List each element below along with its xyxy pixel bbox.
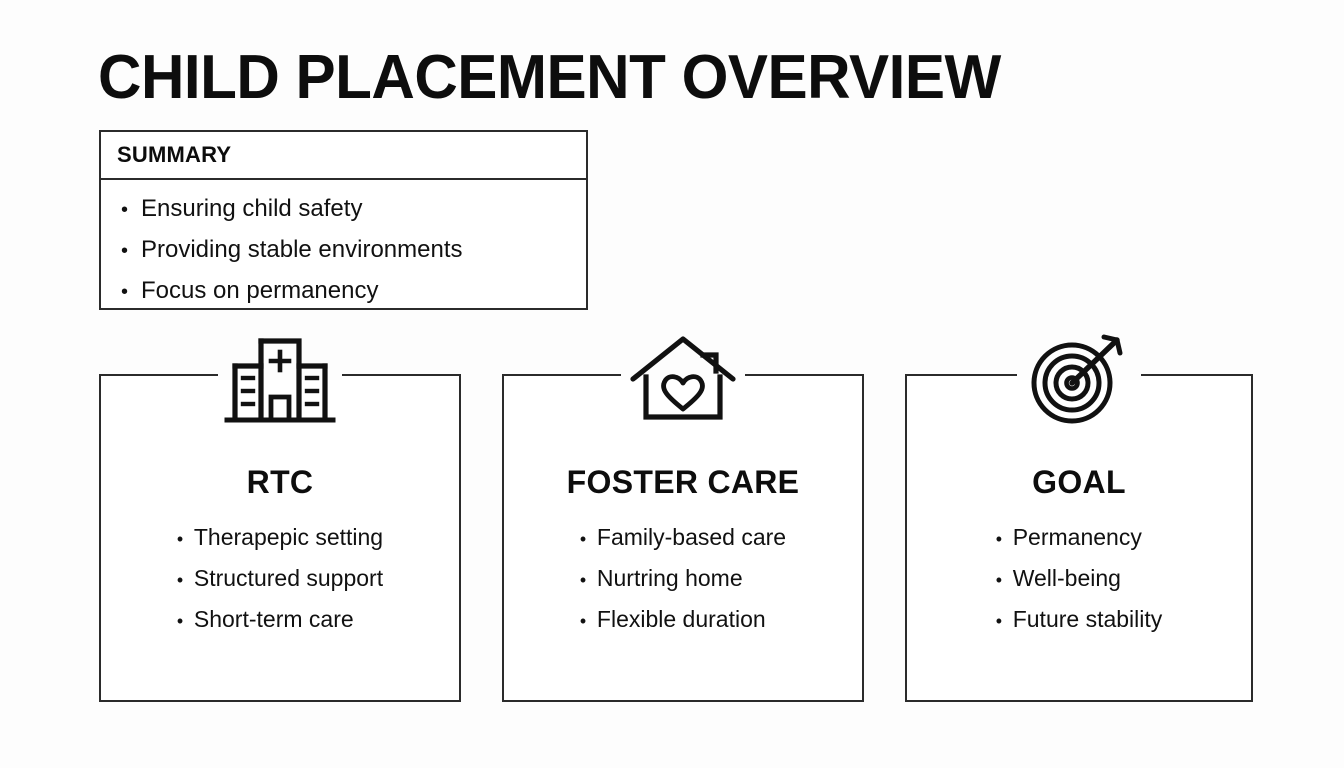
bullet-icon: • [121,281,129,303]
list-item: • Permanency [996,518,1163,559]
bullet-icon: • [579,529,587,549]
summary-header-label: SUMMARY [117,142,232,167]
card-title: FOSTER CARE [566,464,800,500]
hospital-icon [221,331,339,427]
bullet-icon: • [176,570,184,590]
list-item-label: Structured support [193,565,384,591]
list-item: • Focus on permanency [121,271,586,312]
list-item-label: Therapepic setting [193,524,384,550]
list-item-label: Providing stable environments [141,236,463,263]
cards-row: RTC • Therapepic setting • Structured su… [99,334,1253,702]
list-item-label: Nurtring home [596,565,743,591]
list-item: • Therapepic setting [177,518,383,559]
list-item-label: Family-based care [596,524,787,550]
bullet-icon: • [176,529,184,549]
list-item: • Future stability [996,600,1163,641]
bullet-icon: • [995,570,1003,590]
house-heart-icon [624,331,742,427]
target-arrow-icon [1020,331,1138,427]
card-goal: GOAL • Permanency • Well-being • Future … [905,334,1253,702]
card-list: • Family-based care • Nurtring home • Fl… [504,518,862,641]
bullet-icon: • [121,199,129,221]
list-item: • Short-term care [177,600,383,641]
card-title: RTC [246,464,314,500]
summary-list: • Ensuring child safety • Providing stab… [101,180,586,312]
list-item: • Nurtring home [580,559,786,600]
bullet-icon: • [995,611,1003,631]
card-list: • Permanency • Well-being • Future stabi… [907,518,1251,641]
card-title: GOAL [1032,464,1126,500]
summary-box: SUMMARY • Ensuring child safety • Provid… [99,130,588,310]
card-rtc: RTC • Therapepic setting • Structured su… [99,338,461,702]
list-item-label: Focus on permanency [141,277,379,304]
bullet-icon: • [995,529,1003,549]
list-item: • Flexible duration [580,600,786,641]
list-item: • Family-based care [580,518,786,559]
card-foster-care: FOSTER CARE • Family-based care • Nurtri… [502,336,864,702]
list-item-label: Permanency [1012,524,1142,550]
card-list: • Therapepic setting • Structured suppor… [101,518,459,641]
bullet-icon: • [579,570,587,590]
bullet-icon: • [121,240,129,262]
bullet-icon: • [176,611,184,631]
list-item: • Well-being [996,559,1163,600]
list-item: • Ensuring child safety [121,189,586,230]
border-gap [621,372,745,380]
summary-header: SUMMARY [101,132,586,180]
list-item: • Structured support [177,559,383,600]
list-item-label: Well-being [1012,565,1121,591]
list-item-label: Ensuring child safety [141,195,363,222]
list-item-label: Future stability [1012,606,1163,632]
bullet-icon: • [579,611,587,631]
list-item: • Providing stable environments [121,230,586,271]
page-title: CHILD PLACEMENT OVERVIEW [98,43,1001,112]
border-gap [218,372,342,380]
list-item-label: Flexible duration [596,606,766,632]
list-item-label: Short-term care [193,606,354,632]
